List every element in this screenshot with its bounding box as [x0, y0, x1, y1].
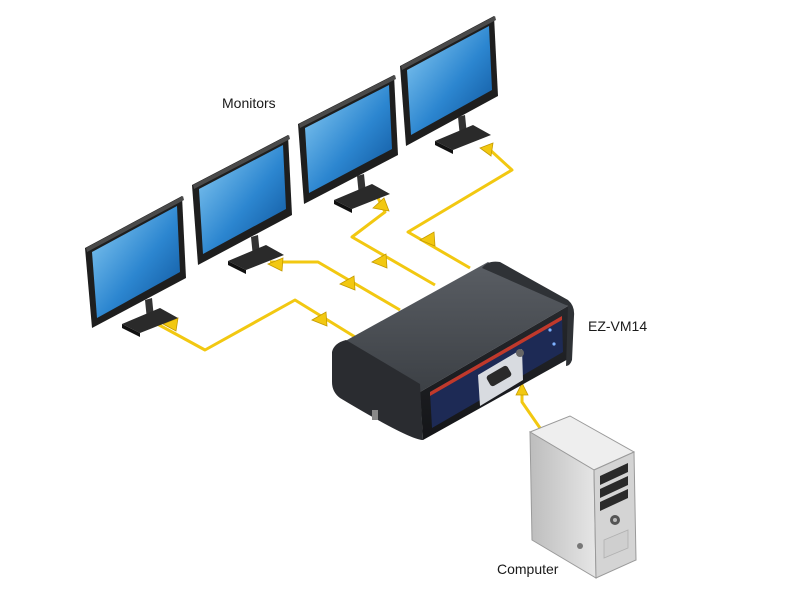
- splitter-box-icon: [332, 261, 575, 440]
- arrow-icon: [372, 197, 390, 212]
- monitor-icon: [192, 135, 292, 274]
- arrow-icon: [419, 231, 436, 247]
- monitor-icon: [298, 75, 398, 213]
- arrow-icon: [479, 142, 494, 157]
- arrow-icon: [162, 317, 179, 332]
- cable-to-monitor-2: [270, 260, 401, 312]
- cable-to-monitor-1: [149, 298, 361, 352]
- monitors-label: Monitors: [222, 95, 276, 111]
- monitor-icon: [85, 196, 186, 337]
- arrow-icon: [371, 253, 388, 269]
- arrow-icon: [311, 311, 328, 327]
- cable-to-monitor-4: [406, 146, 514, 270]
- arrow-icon: [515, 382, 529, 396]
- arrow-icon: [267, 257, 284, 272]
- monitor-icon: [400, 16, 498, 154]
- tower-pc-icon: [528, 415, 637, 579]
- device-label: EZ-VM14: [588, 318, 648, 334]
- cable-arrows: [162, 142, 529, 396]
- arrow-icon: [339, 275, 356, 291]
- computer-label: Computer: [497, 561, 559, 577]
